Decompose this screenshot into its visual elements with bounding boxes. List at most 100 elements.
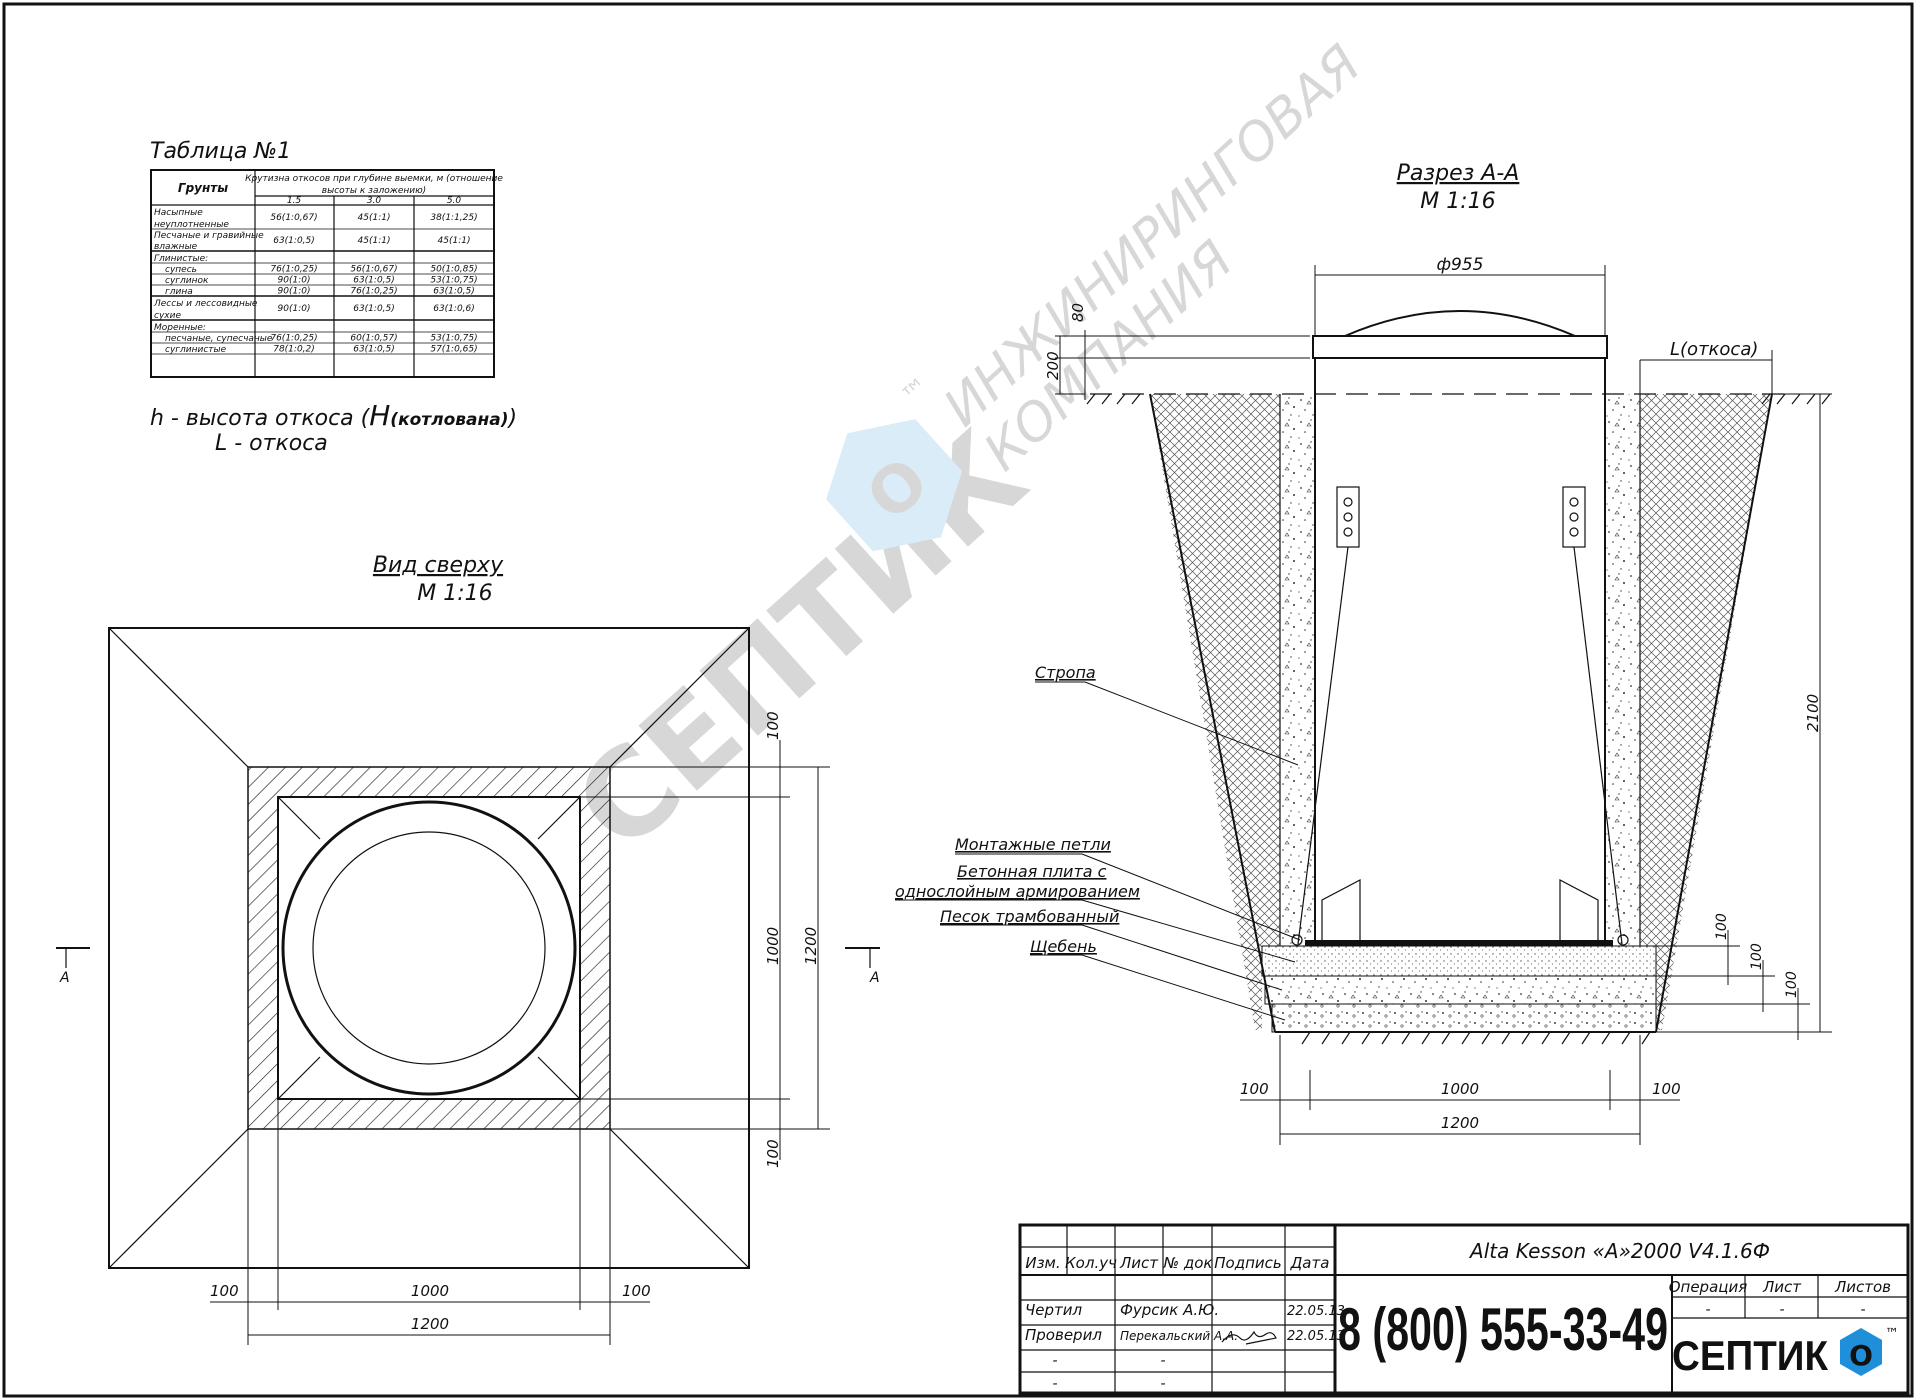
- table-soil-name: сухие: [154, 311, 181, 321]
- dim-2100: 2100: [1804, 694, 1822, 732]
- table-depth-2: 3.0: [367, 196, 382, 206]
- table-soil-name: Моренные:: [154, 323, 206, 333]
- dim-bottom-100b: 100: [622, 1282, 651, 1300]
- tb-drawn-date: 22.05.13: [1287, 1304, 1345, 1319]
- table-header-soil: Грунты: [178, 181, 228, 195]
- table-header-slope2: высоты к заложению): [322, 186, 426, 196]
- label-loops: Монтажные петли: [955, 835, 1111, 854]
- table-cell: 76(1:0,25): [270, 265, 317, 275]
- table-cell: 63(1:0,5): [433, 287, 475, 297]
- table-soil-name: суглинистые: [165, 345, 227, 355]
- legend-h: h - высота откоса (Н(котлована)): [150, 399, 517, 432]
- title-block: Изм. Кол.уч Лист № док Подпись Дата Черт…: [1018, 1223, 1910, 1395]
- table-cell: 63(1:0,5): [273, 236, 315, 246]
- label-slab1: Бетонная плита с: [957, 862, 1107, 881]
- table-depth-3: 5.0: [447, 196, 462, 206]
- tb-sheets: Листов: [1834, 1278, 1891, 1296]
- tb-col-list: Лист: [1119, 1254, 1159, 1272]
- watermark-logo-icon: [826, 419, 963, 552]
- tb-phone: 8 (800) 555-33-49: [1338, 1296, 1668, 1363]
- tb-checked-label: Проверил: [1025, 1326, 1102, 1344]
- section-mark-left: А: [59, 970, 70, 986]
- left-backfill: [1150, 394, 1280, 1030]
- tb-dash-2: -: [1160, 1353, 1165, 1369]
- table-soil-name: влажные: [154, 242, 198, 252]
- dim-top-1000: 1000: [764, 927, 782, 965]
- table-cell: 76(1:0,25): [350, 287, 397, 297]
- section-scale: М 1:16: [1420, 189, 1495, 214]
- dim-top-100b: 100: [764, 1139, 782, 1168]
- logo-hex-icon: [1840, 1328, 1882, 1376]
- table-cell: 45(1:1): [358, 236, 391, 246]
- left-sand-layer: [1280, 394, 1315, 946]
- dim-base-100c: 100: [1784, 971, 1800, 998]
- tank-inner-circle: [312, 831, 546, 1065]
- dim-80: 80: [1069, 303, 1087, 322]
- watermark-tm: ™: [895, 370, 938, 413]
- soil-table: Таблица №1 Насыпныенеуплотненные56(1:0,6…: [150, 139, 503, 378]
- table-cell: 50(1:0,85): [430, 265, 477, 275]
- table-soil-name: Песчаные и гравийные: [154, 231, 264, 241]
- tb-sheet: Лист: [1762, 1278, 1802, 1296]
- table-title: Таблица №1: [150, 139, 291, 164]
- dim-sec-1200: 1200: [1441, 1114, 1479, 1132]
- watermark-brand: СЕПТИК: [550, 407, 1052, 879]
- table-cell: 60(1:0,57): [350, 334, 397, 344]
- tb-col-izm: Изм.: [1025, 1254, 1060, 1272]
- right-sling: [1573, 546, 1623, 945]
- table-header-slope: Крутизна откосов при глубине выемки, м (…: [245, 174, 503, 184]
- top-view: Вид сверху М 1:16 А А 100: [56, 553, 880, 1345]
- tank-body: [1314, 357, 1606, 945]
- table-cell: 78(1:0,2): [273, 345, 315, 355]
- tank-dome: [1344, 310, 1576, 337]
- table-soil-name: суглинок: [165, 276, 209, 286]
- watermark-line1: ИНЖИНИРИНГОВАЯ: [933, 34, 1373, 438]
- tb-product: Alta Kesson «А»2000 V4.1.6Ф: [1468, 1239, 1770, 1263]
- table-cell: 57(1:0,65): [430, 345, 477, 355]
- section-mark-right: А: [869, 970, 880, 986]
- dim-base-100b: 100: [1749, 943, 1765, 970]
- tank-lid: [1312, 335, 1608, 359]
- table-cell: 45(1:1): [438, 236, 471, 246]
- tb-checked-date: 22.05.13: [1287, 1329, 1345, 1344]
- left-sling: [1297, 546, 1349, 945]
- legend: h - высота откоса (Н(котлована)) L - отк…: [150, 399, 517, 456]
- table-cell: 90(1:0): [278, 304, 311, 314]
- tb-drawn-name: Фурсик А.Ю.: [1120, 1301, 1219, 1319]
- table-cell: 53(1:0,75): [430, 334, 477, 344]
- table-cell: 56(1:0,67): [350, 265, 397, 275]
- dim-sec-1000: 1000: [1441, 1080, 1479, 1098]
- table-depth-1: 1.5: [287, 196, 302, 206]
- table-soil-name: глина: [165, 287, 193, 297]
- tb-col-sign: Подпись: [1214, 1254, 1281, 1272]
- table-cell: 90(1:0): [278, 276, 311, 286]
- legend-l: L - откоса: [215, 431, 328, 456]
- dim-top-1200: 1200: [802, 927, 820, 965]
- tb-drawn-label: Чертил: [1025, 1301, 1083, 1319]
- label-gravel: Щебень: [1030, 937, 1097, 956]
- logo-text: СЕПТИК: [1672, 1332, 1828, 1379]
- table-soil-name: Глинистые:: [154, 254, 208, 264]
- table-cell: 63(1:0,5): [353, 276, 395, 286]
- table-cell: 56(1:0,67): [270, 213, 317, 223]
- section-view: Разрез А-А М 1:16: [895, 161, 1832, 1145]
- table-soil-name: песчаные, супесчаные: [165, 334, 273, 344]
- label-sand: Песок трамбованный: [940, 907, 1119, 926]
- dim-slope: L(откоса): [1670, 339, 1758, 360]
- table-cell: 63(1:0,5): [353, 345, 395, 355]
- table-cell: 38(1:1,25): [430, 213, 477, 223]
- tb-sheet-val: -: [1779, 1302, 1784, 1318]
- tb-col-doc: № док: [1163, 1254, 1213, 1272]
- tb-col-kol: Кол.уч: [1065, 1254, 1117, 1272]
- tb-checked-name: Перекальский А.А.: [1120, 1329, 1238, 1343]
- tb-sheets-val: -: [1860, 1302, 1865, 1318]
- tb-op-val: -: [1705, 1302, 1710, 1318]
- tb-col-date: Дата: [1290, 1254, 1330, 1272]
- table-cell: 63(1:0,6): [433, 304, 475, 314]
- label-slab2: однослойным армированием: [895, 882, 1140, 901]
- table-cell: 53(1:0,75): [430, 276, 477, 286]
- logo-tm: ™: [1885, 1326, 1899, 1342]
- dim-200: 200: [1044, 351, 1062, 380]
